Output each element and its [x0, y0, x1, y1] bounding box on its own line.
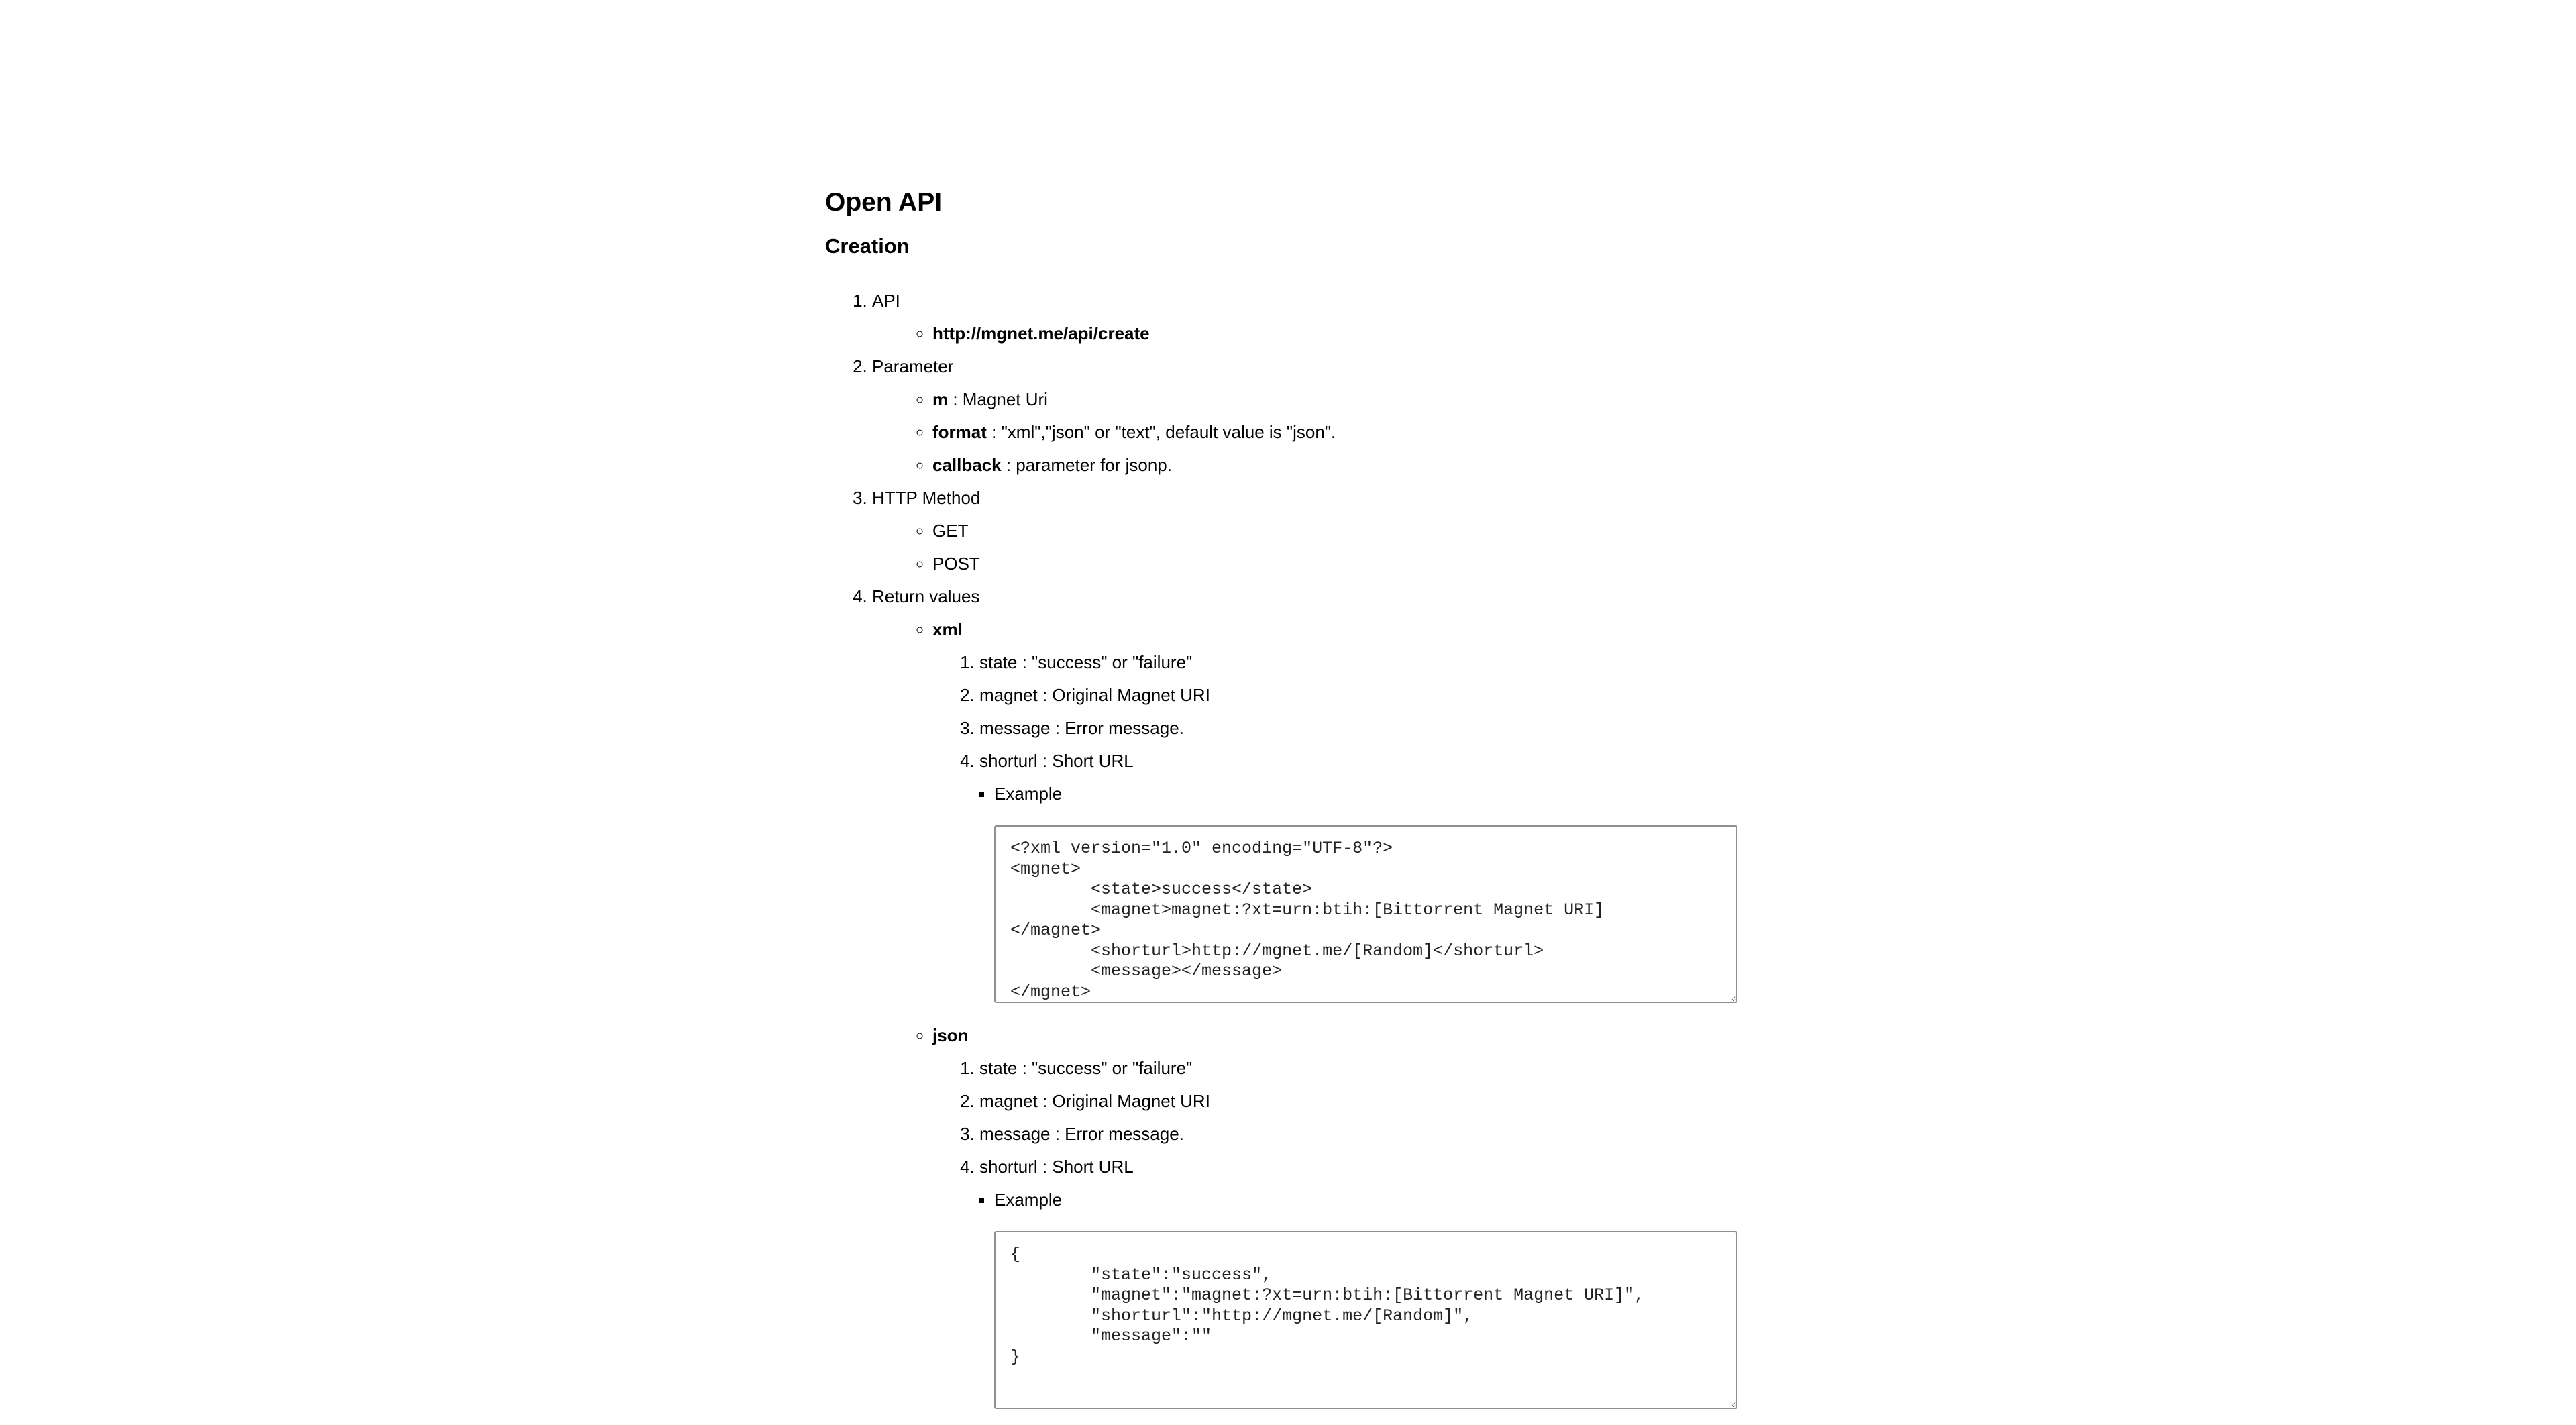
list-item: shorturl : Short URL Example <?xml versi… — [979, 745, 1764, 1003]
list-item: message : Error message. — [979, 712, 1764, 745]
format-name: json — [932, 1025, 969, 1045]
example-label: Example — [994, 784, 1063, 804]
example-label: Example — [994, 1190, 1063, 1210]
return-values-label: Return values — [872, 586, 980, 606]
api-url: http://mgnet.me/api/create — [932, 323, 1150, 344]
list-item: GET — [932, 515, 1764, 547]
xml-field-list: state : "success" or "failure" magnet : … — [932, 646, 1764, 1003]
list-item-http-method: HTTP Method GET POST — [872, 482, 1764, 580]
return-format-list: xml state : "success" or "failure" magne… — [872, 613, 1764, 1409]
list-item-parameter: Parameter m : Magnet Uri format : "xml",… — [872, 350, 1764, 482]
list-item-return-values: Return values xml state : "success" or "… — [872, 580, 1764, 1409]
xml-example-code[interactable]: <?xml version="1.0" encoding="UTF-8"?> <… — [994, 825, 1737, 1003]
param-desc: : "xml","json" or "text", default value … — [986, 422, 1336, 442]
param-name: format — [932, 422, 987, 442]
parameter-label: Parameter — [872, 356, 954, 376]
list-item: m : Magnet Uri — [932, 383, 1764, 416]
list-item: shorturl : Short URL Example { "state":"… — [979, 1151, 1764, 1409]
list-item: POST — [932, 547, 1764, 580]
api-label: API — [872, 291, 900, 311]
list-item-xml: xml state : "success" or "failure" magne… — [932, 613, 1764, 1003]
list-item: magnet : Original Magnet URI — [979, 679, 1764, 712]
example-list: Example { "state":"success", "magnet":"m… — [979, 1183, 1764, 1409]
section-title: Creation — [825, 234, 910, 258]
json-example-code[interactable]: { "state":"success", "magnet":"magnet:?x… — [994, 1231, 1737, 1409]
param-desc: : parameter for jsonp. — [1001, 455, 1172, 475]
list-item: Example <?xml version="1.0" encoding="UT… — [994, 778, 1764, 1003]
list-item: state : "success" or "failure" — [979, 1052, 1764, 1085]
list-item: message : Error message. — [979, 1118, 1764, 1151]
api-spec-list: API http://mgnet.me/api/create Parameter… — [825, 284, 1764, 1409]
field-text: shorturl : Short URL — [979, 751, 1134, 771]
list-item: format : "xml","json" or "text", default… — [932, 416, 1764, 449]
list-item: http://mgnet.me/api/create — [932, 317, 1764, 350]
page-title: Open API — [825, 188, 943, 217]
list-item: magnet : Original Magnet URI — [979, 1085, 1764, 1118]
list-item-api: API http://mgnet.me/api/create — [872, 284, 1764, 350]
parameter-list: m : Magnet Uri format : "xml","json" or … — [872, 383, 1764, 482]
list-item-json: json state : "success" or "failure" magn… — [932, 1019, 1764, 1409]
param-name: callback — [932, 455, 1002, 475]
list-item: Example { "state":"success", "magnet":"m… — [994, 1183, 1764, 1409]
json-field-list: state : "success" or "failure" magnet : … — [932, 1052, 1764, 1409]
field-text: shorturl : Short URL — [979, 1157, 1134, 1177]
example-list: Example <?xml version="1.0" encoding="UT… — [979, 778, 1764, 1003]
format-name: xml — [932, 619, 963, 639]
list-item: callback : parameter for jsonp. — [932, 449, 1764, 482]
http-method-label: HTTP Method — [872, 488, 981, 508]
param-name: m — [932, 389, 949, 409]
document: Open API Creation API http://mgnet.me/ap… — [825, 176, 1764, 1425]
param-desc: : Magnet Uri — [948, 389, 1048, 409]
http-method-list: GET POST — [872, 515, 1764, 580]
api-url-list: http://mgnet.me/api/create — [872, 317, 1764, 350]
list-item: state : "success" or "failure" — [979, 646, 1764, 679]
